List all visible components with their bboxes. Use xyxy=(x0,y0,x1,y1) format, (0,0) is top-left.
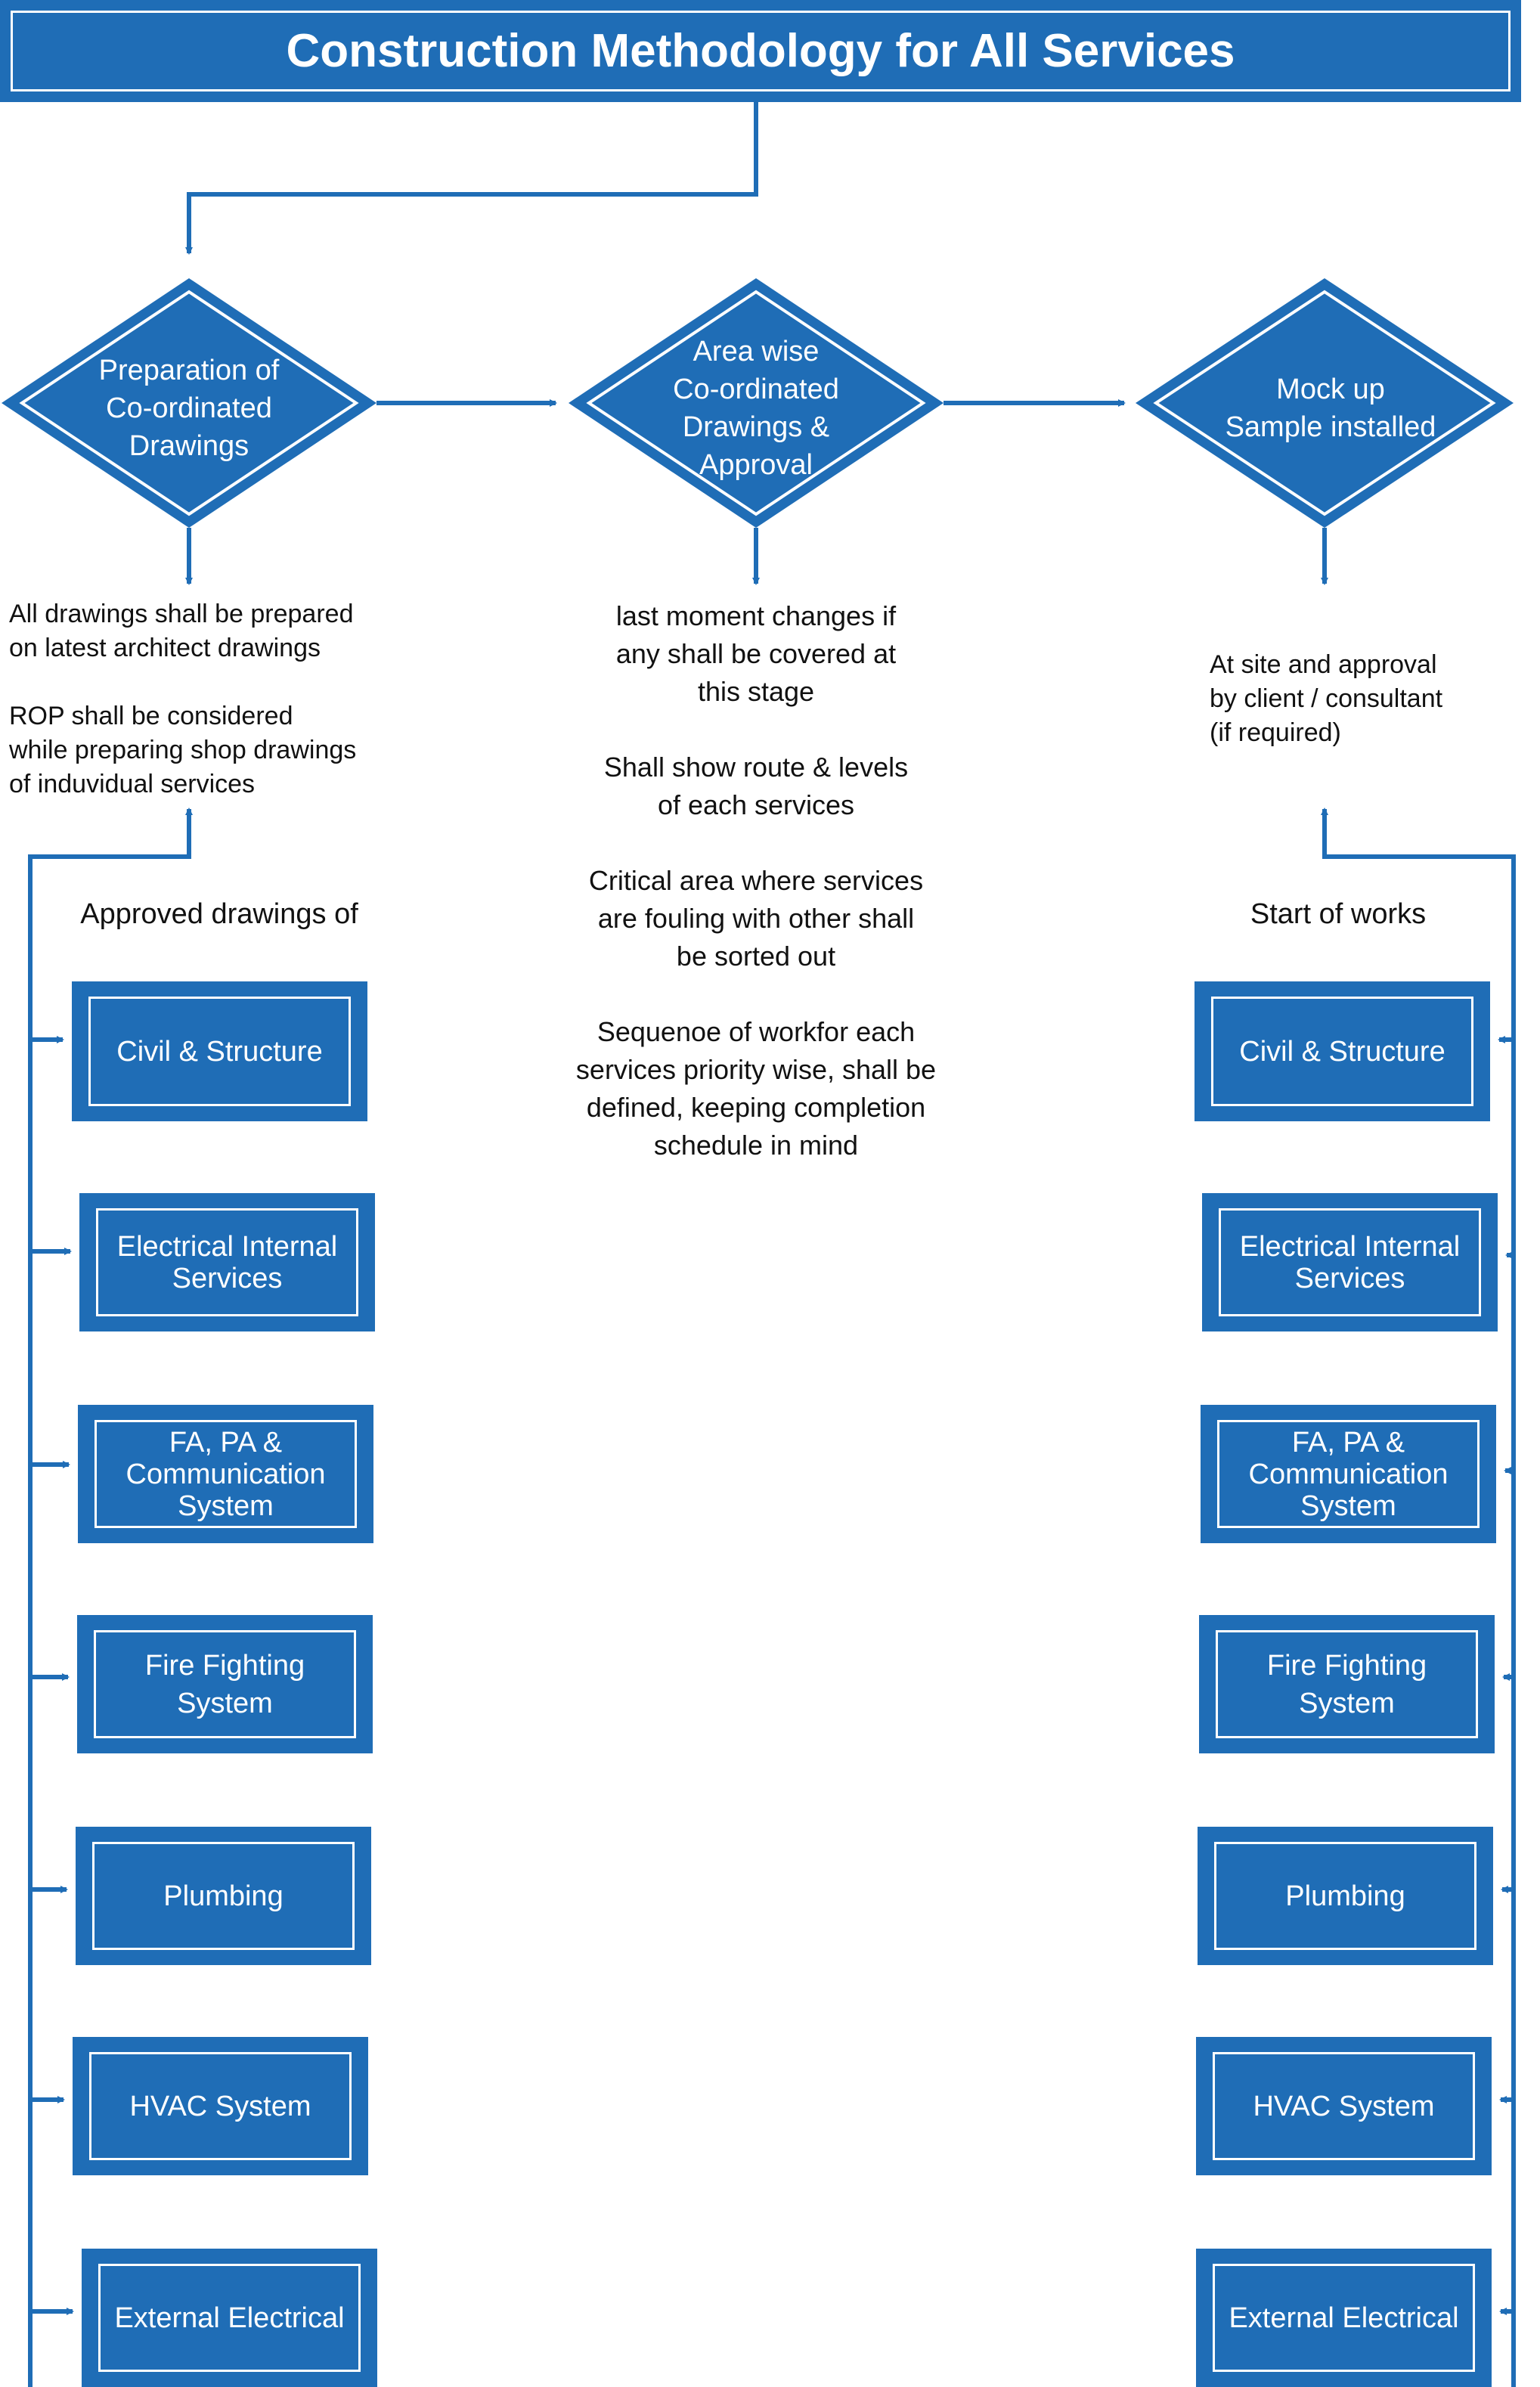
decision-area-wise-label: Area wise Co-ordinated Drawings & Approv… xyxy=(673,336,839,481)
left-box-hvac-system-label: HVAC System xyxy=(89,2052,352,2160)
right-box-electrical-internal: Electrical Internal Services xyxy=(1202,1193,1498,1331)
decision-mockup-diamond xyxy=(1136,278,1514,528)
decision-area-wise-diamond-inner-border xyxy=(586,290,926,516)
right-box-plumbing: Plumbing xyxy=(1198,1827,1493,1965)
right-box-fa-pa-communication: FA, PA & Communication System xyxy=(1201,1405,1496,1543)
note-center: last moment changes if any shall be cove… xyxy=(575,600,937,1161)
left-box-fa-pa-communication: FA, PA & Communication System xyxy=(78,1405,373,1543)
left-box-fire-fighting: Fire Fighting System xyxy=(77,1615,373,1753)
connector-left-rail-to-note xyxy=(28,808,193,2387)
connector-right-rail-to-note xyxy=(1321,808,1516,2387)
right-box-fire-fighting-label: Fire Fighting System xyxy=(1216,1630,1478,1738)
right-box-plumbing-label: Plumbing xyxy=(1214,1842,1476,1950)
decision-shapes xyxy=(2,278,1514,528)
right-box-hvac-system: HVAC System xyxy=(1196,2037,1492,2175)
left-box-fire-fighting-label: Fire Fighting System xyxy=(94,1630,356,1738)
right-box-external-electrical-label: External Electrical xyxy=(1213,2264,1475,2372)
right-box-hvac-system-label: HVAC System xyxy=(1213,2052,1475,2160)
left-box-civil-structure-label: Civil & Structure xyxy=(88,997,351,1106)
decision-preparation-diamond xyxy=(2,278,376,528)
left-column-heading: Approved drawings of xyxy=(80,898,358,930)
note-left: All drawings shall be prepared on latest… xyxy=(9,600,357,798)
left-box-plumbing: Plumbing xyxy=(76,1827,371,1965)
decision-mockup-label: Mock up Sample installed xyxy=(1225,374,1436,443)
note-right: At site and approval by client / consult… xyxy=(1210,650,1443,747)
decision-area-wise-diamond xyxy=(569,278,944,528)
decision-preparation-diamond-inner-border xyxy=(19,290,359,516)
left-box-electrical-internal: Electrical Internal Services xyxy=(79,1193,375,1331)
right-box-fire-fighting: Fire Fighting System xyxy=(1199,1615,1495,1753)
decision-mockup-diamond-inner-border xyxy=(1153,290,1496,516)
left-box-fa-pa-communication-label: FA, PA & Communication System xyxy=(95,1420,357,1528)
left-box-civil-structure: Civil & Structure xyxy=(72,981,367,1121)
left-box-electrical-internal-label: Electrical Internal Services xyxy=(96,1208,358,1316)
page-title: Construction Methodology for All Service… xyxy=(11,11,1511,91)
title-bar: Construction Methodology for All Service… xyxy=(0,0,1521,102)
right-box-civil-structure-label: Civil & Structure xyxy=(1211,997,1473,1106)
connectors xyxy=(28,102,1516,2387)
right-box-fa-pa-communication-label: FA, PA & Communication System xyxy=(1217,1420,1480,1528)
left-box-hvac-system: HVAC System xyxy=(73,2037,368,2175)
right-column-heading: Start of works xyxy=(1250,898,1427,930)
left-box-external-electrical-label: External Electrical xyxy=(98,2264,361,2372)
right-box-external-electrical: External Electrical xyxy=(1196,2249,1492,2387)
right-box-electrical-internal-label: Electrical Internal Services xyxy=(1219,1208,1481,1316)
connector-title-to-preparation xyxy=(185,102,758,255)
right-box-civil-structure: Civil & Structure xyxy=(1195,981,1490,1121)
decision-preparation-label: Preparation of Co-ordinated Drawings xyxy=(98,355,280,462)
left-box-plumbing-label: Plumbing xyxy=(92,1842,355,1950)
left-box-external-electrical: External Electrical xyxy=(82,2249,377,2387)
